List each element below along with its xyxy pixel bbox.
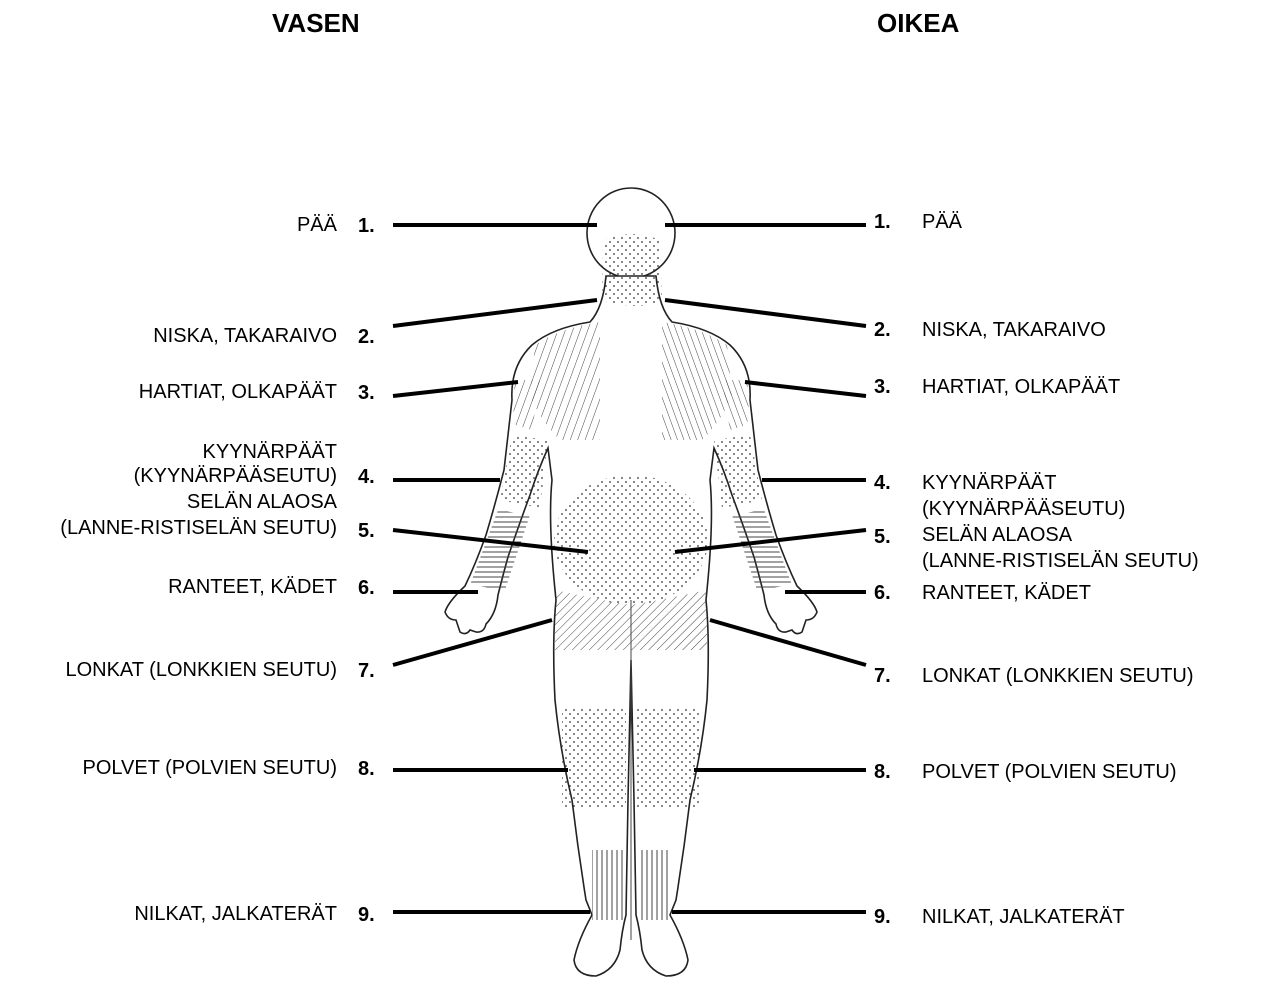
right-number-8: 8. [874, 760, 891, 784]
right-number-3: 3. [874, 375, 891, 399]
left-number-5: 5. [358, 519, 375, 543]
right-number-9: 9. [874, 905, 891, 929]
right-label-7: LONKAT (LONKKIEN SEUTU) [922, 664, 1194, 688]
left-label-7: LONKAT (LONKKIEN SEUTU) [65, 658, 337, 682]
left-number-7: 7. [358, 659, 375, 683]
left-label-4-line1: KYYNÄRPÄÄT [203, 440, 337, 464]
left-label-1: PÄÄ [297, 213, 337, 237]
right-label-9: NILKAT, JALKATERÄT [922, 905, 1125, 929]
right-label-2: NISKA, TAKARAIVO [922, 318, 1106, 342]
left-label-5-line2: (LANNE-RISTISELÄN SEUTU) [60, 516, 337, 540]
right-label-6: RANTEET, KÄDET [922, 581, 1091, 605]
right-label-5-line2: (LANNE-RISTISELÄN SEUTU) [922, 549, 1199, 573]
left-label-6: RANTEET, KÄDET [168, 575, 337, 599]
right-label-1: PÄÄ [922, 210, 962, 234]
left-label-3: HARTIAT, OLKAPÄÄT [139, 380, 337, 404]
left-number-2: 2. [358, 325, 375, 349]
right-number-5: 5. [874, 525, 891, 549]
left-number-4: 4. [358, 465, 375, 489]
right-number-2: 2. [874, 318, 891, 342]
left-label-8: POLVET (POLVIEN SEUTU) [82, 756, 337, 780]
right-number-7: 7. [874, 664, 891, 688]
right-number-4: 4. [874, 471, 891, 495]
right-label-3: HARTIAT, OLKAPÄÄT [922, 375, 1120, 399]
right-number-6: 6. [874, 581, 891, 605]
left-number-6: 6. [358, 576, 375, 600]
right-label-8: POLVET (POLVIEN SEUTU) [922, 760, 1177, 784]
left-label-2: NISKA, TAKARAIVO [153, 324, 337, 348]
left-labels: PÄÄ NISKA, TAKARAIVO HARTIAT, OLKAPÄÄT K… [0, 0, 337, 988]
left-number-8: 8. [358, 757, 375, 781]
left-label-4-line2: (KYYNÄRPÄÄSEUTU) [134, 464, 337, 488]
right-number-1: 1. [874, 210, 891, 234]
left-label-5-line1: SELÄN ALAOSA [187, 490, 337, 514]
left-number-1: 1. [358, 214, 375, 238]
right-label-5-line1: SELÄN ALAOSA [922, 523, 1072, 547]
left-label-9: NILKAT, JALKATERÄT [134, 902, 337, 926]
right-label-4-line1: KYYNÄRPÄÄT [922, 471, 1056, 495]
left-number-9: 9. [358, 903, 375, 927]
right-label-4-line2: (KYYNÄRPÄÄSEUTU) [922, 497, 1125, 521]
left-number-3: 3. [358, 381, 375, 405]
